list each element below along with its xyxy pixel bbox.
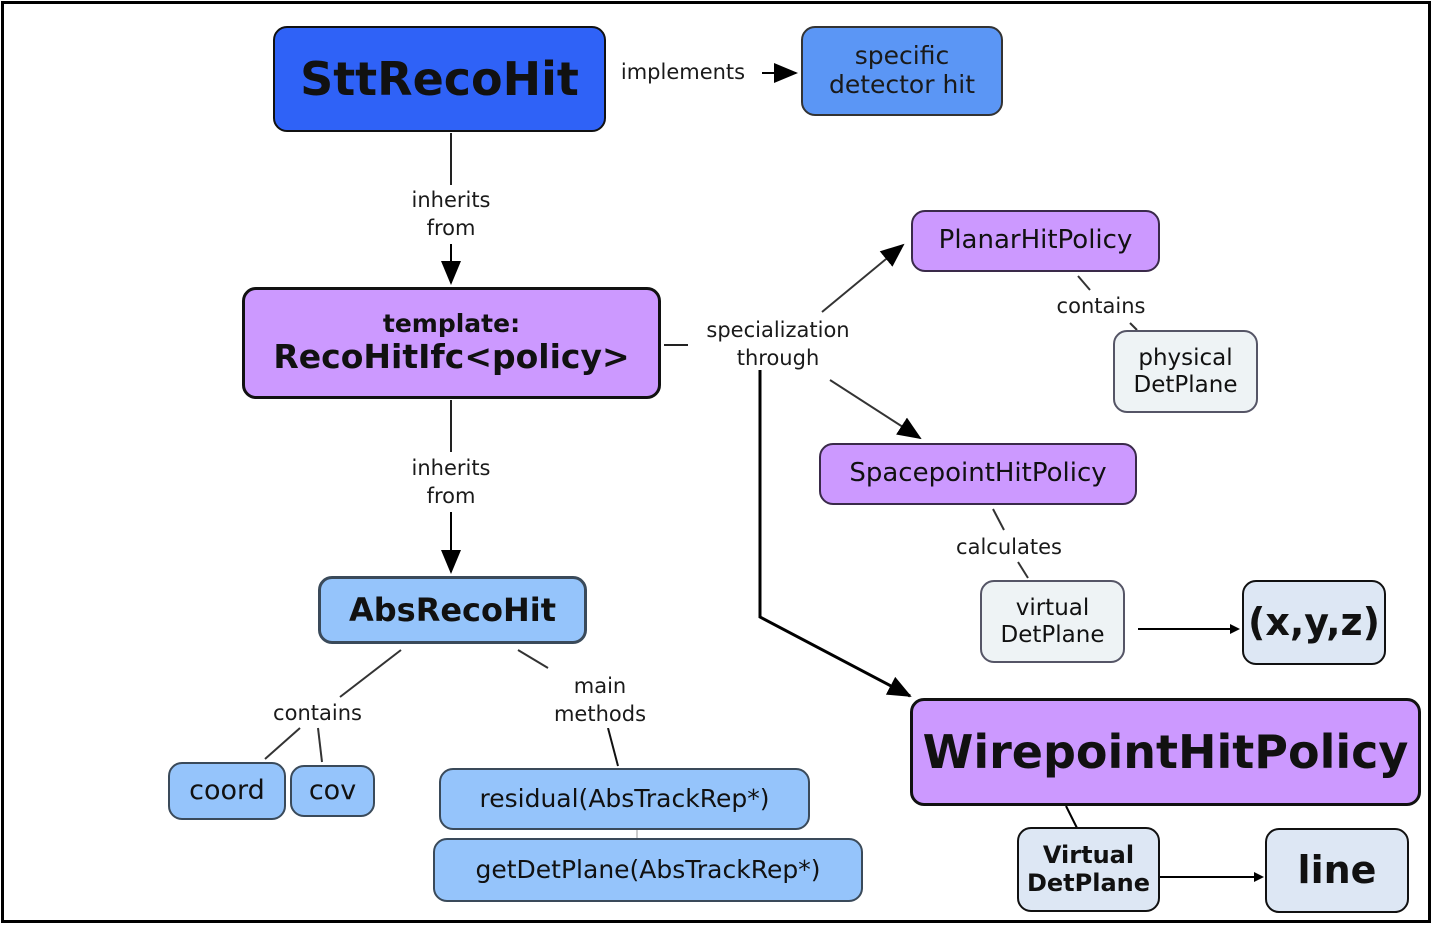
- node-wirepoint-hit-policy: WirepointHitPolicy: [910, 698, 1421, 806]
- edge-spec-wirepoint: [758, 370, 912, 698]
- node-label-line1: physical: [1138, 345, 1233, 372]
- node-get-det-plane: getDetPlane(AbsTrackRep*): [433, 838, 863, 902]
- node-line: line: [1265, 828, 1409, 913]
- node-label: coord: [189, 775, 265, 807]
- node-coord: coord: [168, 762, 286, 820]
- edge-label-calculates: calculates: [944, 533, 1074, 561]
- edge-contains-cov: [317, 727, 323, 763]
- node-xyz: (x,y,z): [1242, 580, 1386, 665]
- node-label: (x,y,z): [1247, 599, 1381, 644]
- node-label: WirepointHitPolicy: [922, 724, 1409, 779]
- edge-label-line1: inherits: [411, 188, 491, 212]
- node-label: getDetPlane(AbsTrackRep*): [475, 854, 821, 884]
- node-virtual-det-plane-2: Virtual DetPlane: [1017, 827, 1160, 912]
- edge-calculates-a: [992, 508, 1005, 531]
- node-label: AbsRecoHit: [348, 590, 557, 629]
- node-label: SttRecoHit: [300, 51, 579, 106]
- edge-label-contains-planar: contains: [1045, 292, 1157, 320]
- edge-label-line1: specialization: [706, 318, 850, 342]
- node-physical-det-plane: physical DetPlane: [1113, 330, 1258, 413]
- edge-wire-vdp: [1065, 805, 1078, 829]
- edge-calculates-b: [1017, 561, 1029, 579]
- edge-label-line2: from: [426, 484, 476, 508]
- node-label-line2: detector hit: [828, 70, 976, 99]
- node-reco-hit-ifc: template: RecoHitIfc<policy>: [242, 287, 661, 399]
- edge-abs-contains: [339, 649, 402, 698]
- edge-spec-planar: [821, 243, 905, 313]
- edge-contains-coord: [264, 727, 301, 760]
- node-label: line: [1297, 847, 1377, 892]
- node-label: PlanarHitPolicy: [938, 225, 1133, 256]
- node-label-line1: Virtual: [1042, 840, 1135, 869]
- edge-label-line1: main: [573, 674, 627, 698]
- node-planar-hit-policy: PlanarHitPolicy: [911, 210, 1160, 272]
- edge-label-implements: implements: [608, 58, 758, 86]
- edge-label-line2: methods: [553, 702, 647, 726]
- node-label-line1: specific: [854, 41, 950, 71]
- edge-label-line2: through: [736, 346, 820, 370]
- node-label: residual(AbsTrackRep*): [479, 783, 770, 813]
- node-label: SpacepointHitPolicy: [849, 458, 1107, 489]
- node-label-line2: DetPlane: [1133, 371, 1238, 398]
- edge-contains-planar-a: [1077, 275, 1091, 291]
- edge-label-specialization-through: specialization through: [690, 316, 866, 372]
- node-abs-reco-hit: AbsRecoHit: [318, 576, 587, 644]
- node-spacepoint-hit-policy: SpacepointHitPolicy: [819, 443, 1137, 505]
- node-label-line2: RecoHitIfc<policy>: [273, 337, 630, 377]
- edge-label-inherits-from-1: inherits from: [395, 186, 507, 242]
- node-label-line1: template:: [382, 308, 521, 338]
- edge-contains-planar-b: [1129, 322, 1138, 331]
- node-label-line2: DetPlane: [1026, 868, 1151, 897]
- edge-spec-spacepoint: [829, 379, 922, 440]
- edge-label-inherits-from-2: inherits from: [395, 454, 507, 510]
- node-label: cov: [308, 775, 357, 807]
- node-residual: residual(AbsTrackRep*): [439, 768, 810, 830]
- node-label-line1: virtual: [1015, 595, 1090, 622]
- node-stt-reco-hit: SttRecoHit: [273, 26, 606, 132]
- node-cov: cov: [290, 765, 375, 817]
- edge-main-residual: [607, 727, 619, 767]
- edge-abs-main: [517, 649, 549, 669]
- edge-label-main-methods: main methods: [540, 672, 660, 728]
- edge-label-contains-abs: contains: [260, 699, 375, 727]
- node-label-line2: DetPlane: [1000, 621, 1105, 648]
- node-specific-detector-hit: specific detector hit: [801, 26, 1003, 116]
- edge-label-line2: from: [426, 216, 476, 240]
- edge-label-line1: inherits: [411, 456, 491, 480]
- node-virtual-det-plane: virtual DetPlane: [980, 580, 1125, 663]
